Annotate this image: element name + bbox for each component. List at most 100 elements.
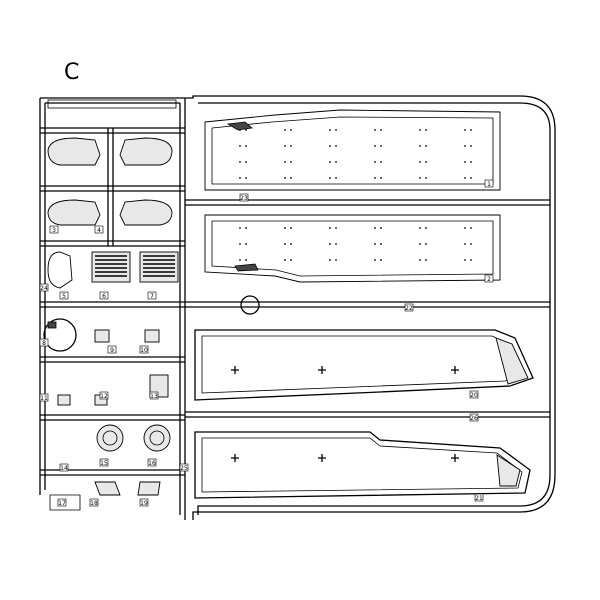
rivet-dot [329, 161, 331, 163]
part-number-text: 17 [58, 500, 66, 507]
rivet-dot [425, 243, 427, 245]
rivet-dot [239, 145, 241, 147]
grille-frame [139, 251, 179, 283]
rivet-dot [284, 243, 286, 245]
suspension-arms [49, 481, 161, 511]
part-number-text: 14 [60, 465, 68, 472]
rivet-dot [470, 243, 472, 245]
mud-flaps-row2 [47, 199, 173, 226]
part-number-17: 17 [57, 498, 67, 507]
rivet-dot [464, 145, 466, 147]
rivet-dot [470, 161, 472, 163]
rivet-dot [380, 259, 382, 261]
rivet-dot [464, 227, 466, 229]
rivet-dot [374, 259, 376, 261]
rivet-dot [374, 177, 376, 179]
rivet-dot [329, 145, 331, 147]
grille-frame [91, 251, 131, 283]
rivet-dot [380, 145, 382, 147]
rivet-dot [335, 227, 337, 229]
rivet-dot [329, 177, 331, 179]
rivet-dot [419, 177, 421, 179]
mount-cross [231, 454, 239, 462]
part-number-text: 11 [40, 395, 48, 402]
part-number-text: 8 [42, 340, 46, 347]
rivet-dot [284, 177, 286, 179]
rivet-dot [419, 227, 421, 229]
drive-sprockets [96, 424, 171, 452]
floor-plate-lower [204, 214, 501, 283]
rivet-dot [470, 145, 472, 147]
rivet-dot [374, 227, 376, 229]
part-number-text: 21 [475, 495, 483, 502]
part-number-25: 25 [179, 463, 189, 472]
part-number-15: 15 [99, 458, 109, 467]
rivet-dot [245, 177, 247, 179]
mud-flaps-row1 [47, 137, 173, 166]
mount-cross [451, 366, 459, 374]
rivet-dot [470, 177, 472, 179]
hull-side-upper [194, 329, 534, 401]
part-number-18: 18 [89, 498, 99, 507]
rivet-dot [419, 161, 421, 163]
rivet-dot [374, 161, 376, 163]
hull-side-lower [194, 431, 531, 499]
part-number-19: 19 [139, 498, 149, 507]
round-part [43, 318, 77, 352]
rivet-dot [239, 177, 241, 179]
rivet-dot [419, 129, 421, 131]
rivet-dot [239, 129, 241, 131]
part-number-text: 20 [470, 392, 478, 399]
part-number-text: 23 [240, 195, 248, 202]
part-number-16: 16 [147, 458, 157, 467]
rivet-dot [239, 259, 241, 261]
part-number-text: 6 [102, 293, 106, 300]
rivet-dot [464, 161, 466, 163]
rivet-dot [290, 177, 292, 179]
small-brackets [57, 329, 169, 406]
rivet-dot [335, 145, 337, 147]
part-number-text: 10 [140, 347, 148, 354]
part-number-7: 7 [147, 291, 157, 300]
part-number-text: 13 [150, 393, 158, 400]
hatch-part [47, 251, 73, 289]
rivet-dot [425, 259, 427, 261]
rivet-dot [245, 145, 247, 147]
rivet-dot [470, 259, 472, 261]
rivet-dot [470, 227, 472, 229]
rivet-dot [425, 177, 427, 179]
part-number-2: 2 [484, 274, 494, 283]
part-number-text: 5 [62, 293, 66, 300]
part-number-20: 20 [469, 390, 479, 399]
part-number-10: 10 [139, 345, 149, 354]
part-number-1: 1 [484, 179, 494, 188]
floor-plate-upper [204, 109, 501, 191]
rivet-dot [239, 227, 241, 229]
rivet-dot [290, 145, 292, 147]
rivet-dot [380, 161, 382, 163]
sprue-inner-frame [44, 102, 551, 515]
rivet-dot [329, 129, 331, 131]
part-number-5: 5 [59, 291, 69, 300]
mount-cross [231, 366, 239, 374]
part-number-8: 8 [39, 338, 49, 347]
mount-cross [451, 454, 459, 462]
part-number-text: 24 [40, 285, 48, 292]
vent-grilles [91, 251, 179, 283]
part-number-22: 22 [404, 303, 414, 312]
rivet-dot [290, 227, 292, 229]
part-number-text: 25 [180, 465, 188, 472]
hull-mount-marks [231, 366, 459, 462]
part-number-text: 3 [52, 227, 56, 234]
sprue-attachment-ring [240, 295, 260, 315]
rivet-dot [380, 129, 382, 131]
part-number-4: 4 [94, 225, 104, 234]
rivet-dot [290, 243, 292, 245]
sprue-outer-frame [39, 95, 556, 520]
rivet-dot [245, 243, 247, 245]
rivet-dot [290, 161, 292, 163]
sprue-letter: C [64, 60, 80, 85]
rivet-dot [284, 145, 286, 147]
part-number-23: 23 [239, 193, 249, 202]
